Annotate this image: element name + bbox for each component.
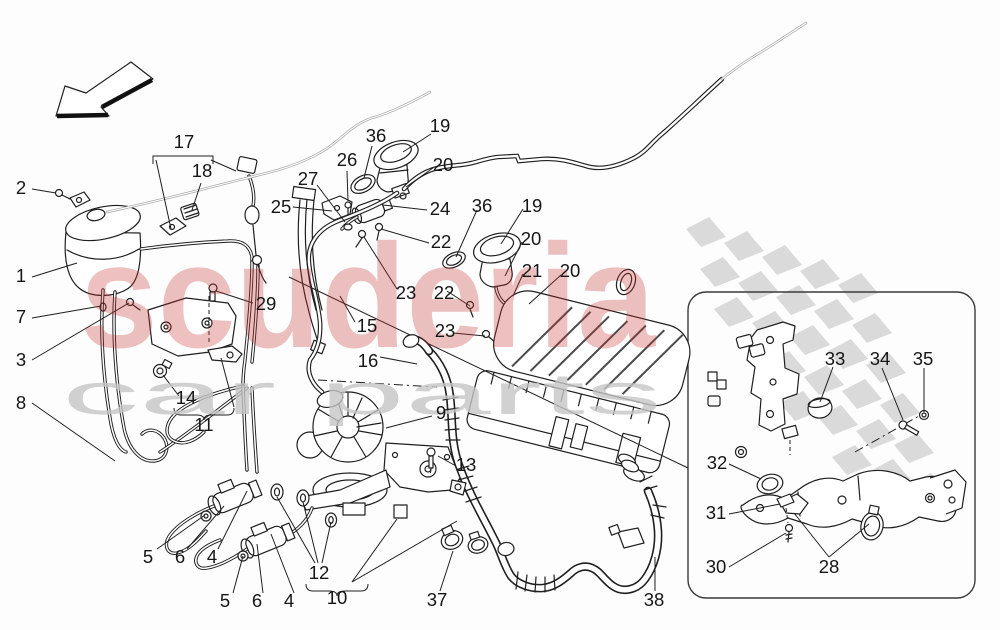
brand-watermark: scuderia <box>80 214 657 379</box>
callout-26: 26 <box>337 149 358 170</box>
bracket-end-plate <box>929 469 967 515</box>
pump-fins <box>313 392 383 458</box>
corrugated-elbow-38 <box>608 459 645 549</box>
callout-27: 27 <box>298 168 319 189</box>
rubber-mounts-12 <box>270 483 338 528</box>
callout-20b: 20 <box>521 228 542 249</box>
callout-25: 25 <box>271 196 292 217</box>
callout-6b: 6 <box>252 590 262 611</box>
callout-22a: 22 <box>431 231 452 252</box>
reservoir-bracket-tab <box>69 191 91 208</box>
light-pipe <box>105 90 432 214</box>
clamp-14 <box>152 358 173 379</box>
connector-18 <box>180 202 200 221</box>
big-air-hose-9 <box>402 334 667 595</box>
callout-2: 2 <box>16 177 26 198</box>
callout-10: 10 <box>327 587 348 608</box>
callout-16: 16 <box>358 350 379 371</box>
callout-3: 3 <box>16 349 26 370</box>
callout-13: 13 <box>456 454 477 475</box>
inset-reference-line <box>288 276 689 469</box>
callout-32: 32 <box>707 452 728 473</box>
callout-36b: 36 <box>472 195 493 216</box>
diverter-valves <box>164 384 314 570</box>
callout-24: 24 <box>430 198 451 219</box>
leader-lines <box>31 133 925 597</box>
valve-4a <box>207 478 263 516</box>
callout-37: 37 <box>427 589 448 610</box>
callout-14: 14 <box>176 387 197 408</box>
mounting-bracket-11 <box>147 296 243 363</box>
bolt-2 <box>54 188 71 200</box>
centerline-main <box>317 379 438 388</box>
callout-4a: 4 <box>207 546 217 567</box>
callout-20a: 20 <box>433 154 454 175</box>
direction-arrow <box>55 61 154 119</box>
bolt-13 <box>426 447 436 477</box>
callout-31: 31 <box>706 502 727 523</box>
callout-23b: 23 <box>435 320 456 341</box>
banjo-bolt-3 <box>125 297 141 311</box>
sub-watermark: car parts <box>62 362 662 427</box>
watermark-text: scuderia car parts <box>62 214 662 427</box>
cap-33 <box>807 397 833 419</box>
air-pump <box>270 389 467 528</box>
clip-pair <box>707 333 766 459</box>
callout-35: 35 <box>913 348 934 369</box>
callouts: 2 1 7 3 8 17 18 29 14 11 5 6 4 5 6 4 12 … <box>16 115 933 611</box>
callout-23a: 23 <box>396 282 417 303</box>
callout-22b: 22 <box>434 282 455 303</box>
callout-33: 33 <box>825 348 846 369</box>
callout-36a: 36 <box>366 125 387 146</box>
callout-9: 9 <box>436 402 446 423</box>
vacuum-reservoir <box>64 191 142 296</box>
pump-intake <box>316 389 344 409</box>
air-valve-19a <box>350 139 419 200</box>
callout-34: 34 <box>870 348 891 369</box>
callout-19b: 19 <box>522 195 543 216</box>
airbox <box>466 290 691 474</box>
callout-5a: 5 <box>143 546 153 567</box>
callout-17: 17 <box>174 131 195 152</box>
sensor-cable <box>236 156 267 284</box>
hose-clamp-28b <box>860 504 884 541</box>
callout-29: 29 <box>256 293 277 314</box>
inset-bracket-assembly <box>707 321 967 543</box>
screw-30 <box>784 507 794 543</box>
callout-7: 7 <box>16 306 26 327</box>
bolt-34 <box>898 420 920 436</box>
callout-21: 21 <box>522 260 543 281</box>
hose-clamp-37b <box>467 530 489 554</box>
grommet-32 <box>756 473 784 495</box>
callout-6a: 6 <box>175 546 185 567</box>
callout-20c: 20 <box>560 260 581 281</box>
bolt-29 <box>208 283 218 302</box>
reservoir-tubes <box>99 239 260 463</box>
callout-11: 11 <box>194 414 213 435</box>
callout-28: 28 <box>819 556 840 577</box>
inset-detail-box <box>687 291 976 599</box>
callout-1: 1 <box>16 265 26 286</box>
hose-corrugations <box>442 396 667 593</box>
callout-30: 30 <box>706 556 727 577</box>
callout-12: 12 <box>309 562 330 583</box>
bracket-plate-17 <box>159 217 187 236</box>
callout-8: 8 <box>16 392 26 413</box>
long-air-line <box>401 21 808 192</box>
callout-5b: 5 <box>220 590 230 611</box>
banjo-5a <box>200 510 212 522</box>
callout-18: 18 <box>192 160 213 181</box>
callout-4b: 4 <box>284 590 294 611</box>
callout-19a: 19 <box>430 115 451 136</box>
hose-clamp-37a <box>440 524 464 550</box>
pump-bracket-left <box>299 469 391 511</box>
callout-38: 38 <box>644 589 665 610</box>
callout-15: 15 <box>357 315 378 336</box>
